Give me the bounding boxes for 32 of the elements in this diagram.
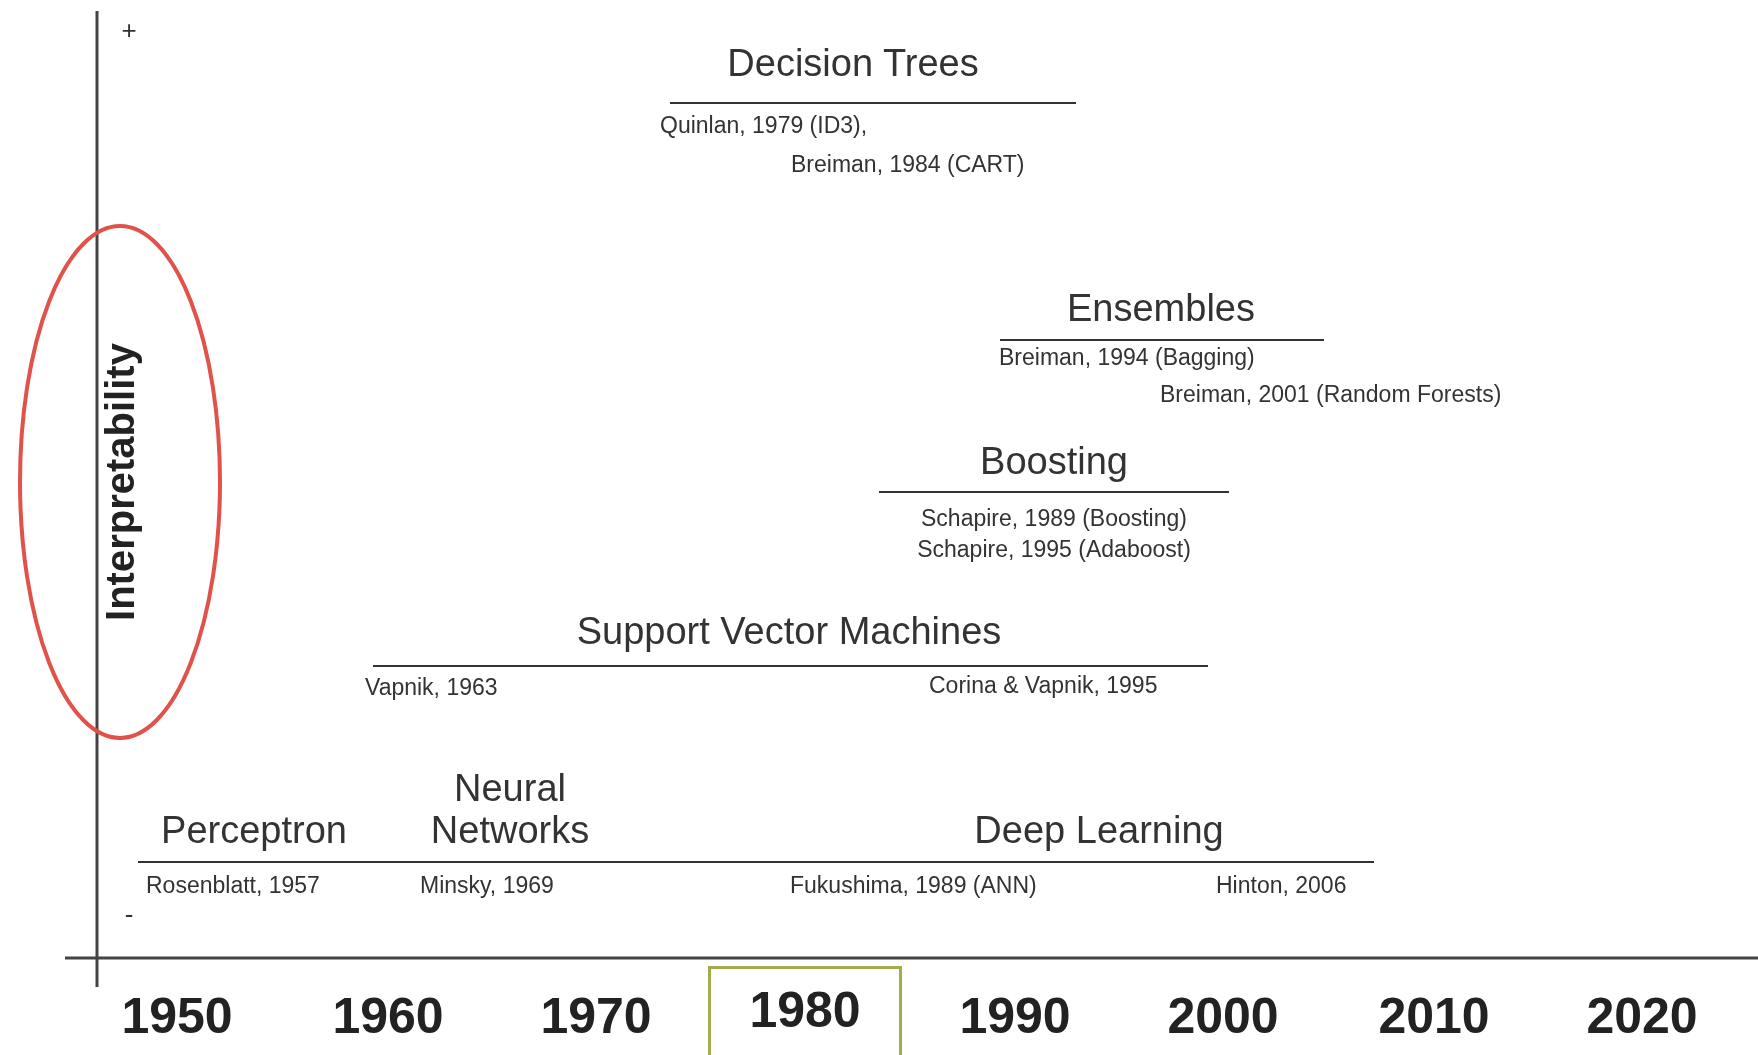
year-label: 1990 (959, 988, 1071, 1044)
year-label: 2020 (1586, 988, 1698, 1044)
citation: Vapnik, 1963 (365, 675, 498, 701)
citation: Corina & Vapnik, 1995 (929, 673, 1158, 699)
year-label: 1960 (332, 988, 444, 1044)
category-heading: Neural Networks (429, 768, 591, 852)
axis-end-mark: + (121, 15, 137, 45)
highlight-box (708, 966, 902, 1055)
category-heading: Deep Learning (974, 810, 1224, 852)
category-heading: Perceptron (161, 810, 347, 852)
citation: Minsky, 1969 (420, 873, 554, 899)
citation: Breiman, 1984 (CART) (791, 152, 1025, 178)
citation: Rosenblatt, 1957 (146, 873, 320, 899)
category-heading: Boosting (980, 441, 1128, 483)
citation: Breiman, 2001 (Random Forests) (1160, 382, 1502, 408)
year-label: 1980 (749, 982, 861, 1038)
year-label: 1950 (121, 988, 233, 1044)
citation: Schapire, 1995 (Adaboost) (917, 537, 1191, 563)
citation: Schapire, 1989 (Boosting) (921, 506, 1187, 532)
category-heading: Support Vector Machines (576, 611, 1002, 653)
category-heading: Decision Trees (727, 43, 979, 85)
year-label: 2010 (1378, 988, 1490, 1044)
year-label: 1970 (540, 988, 652, 1044)
axis-title: Interpretability (98, 343, 142, 621)
category-heading: Ensembles (1067, 288, 1255, 330)
year-label: 2000 (1167, 988, 1279, 1044)
citation: Quinlan, 1979 (ID3), (660, 113, 868, 139)
citation: Breiman, 1994 (Bagging) (999, 345, 1255, 371)
citation: Fukushima, 1989 (ANN) (790, 873, 1037, 899)
highlight-ellipse (16, 222, 224, 742)
axis-end-mark: - (124, 899, 134, 929)
citation: Hinton, 2006 (1216, 873, 1347, 899)
